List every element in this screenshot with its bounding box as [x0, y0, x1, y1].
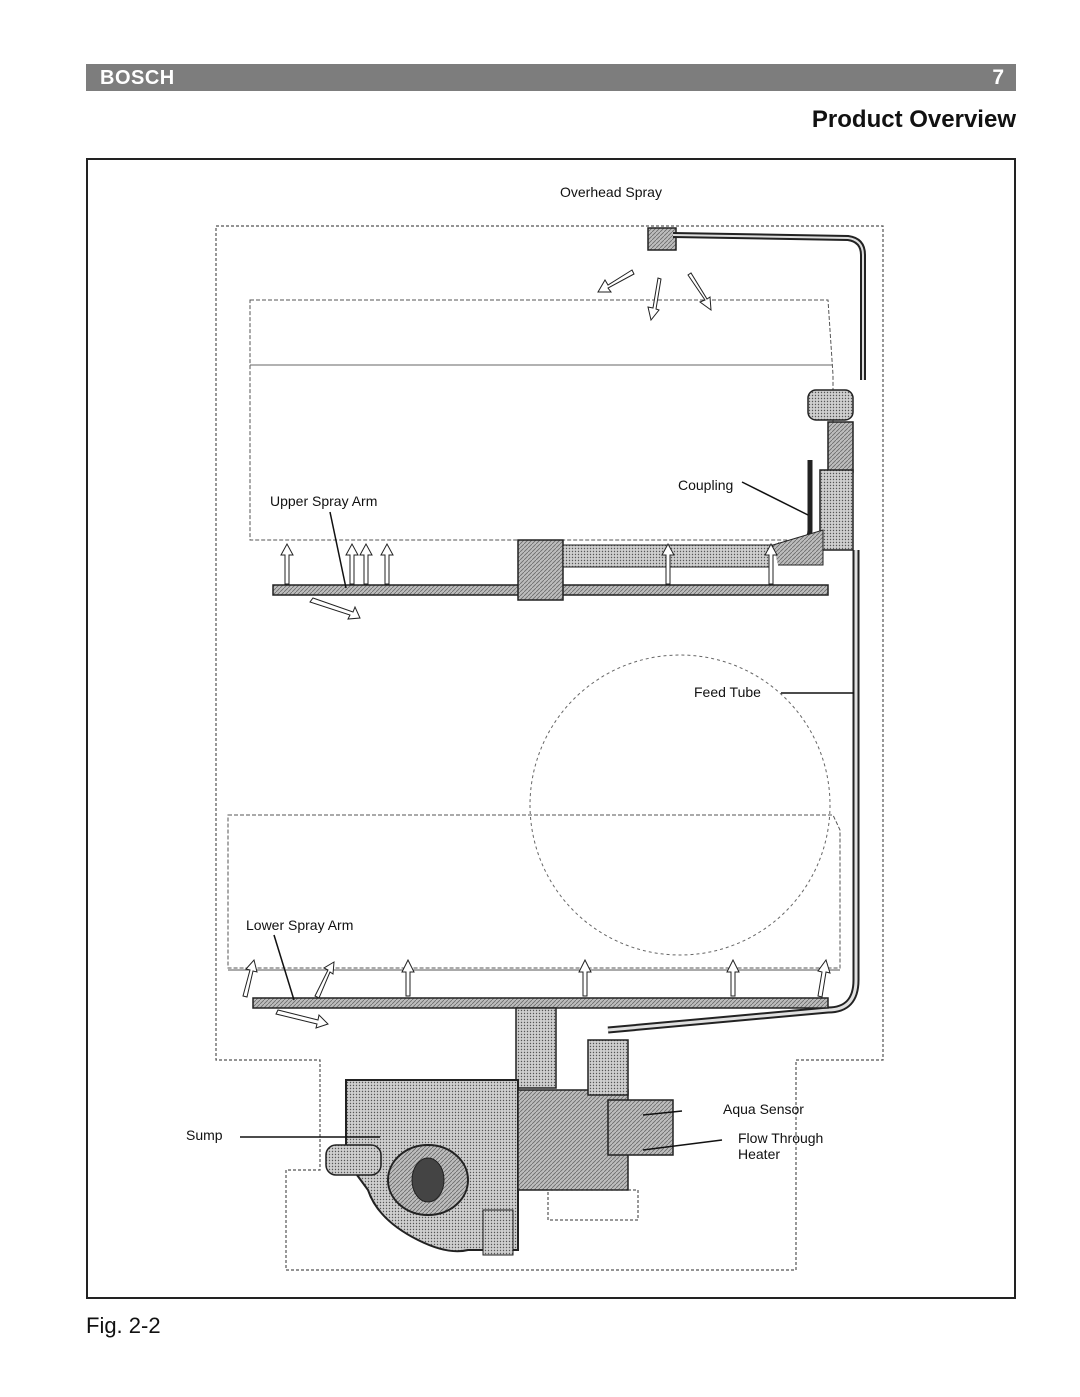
upper-spray-arrows: [280, 542, 778, 620]
label-lower-spray-arm: Lower Spray Arm: [246, 917, 354, 933]
sump-assembly: [325, 1039, 674, 1256]
lower-spray-arm: [252, 997, 829, 1089]
figure-caption: Fig. 2-2: [86, 1313, 161, 1338]
label-overhead-spray: Overhead Spray: [560, 184, 662, 200]
leader-lines: [240, 481, 854, 1151]
header-bar: BOSCH 7: [86, 64, 1016, 91]
lower-spray-arrows: [242, 958, 831, 1029]
section-title: Product Overview: [811, 106, 1016, 133]
label-feed-tube: Feed Tube: [694, 684, 761, 700]
label-aqua-sensor: Aqua Sensor: [723, 1101, 804, 1117]
overhead-spray-nozzle: [647, 227, 866, 380]
plate-outline: [529, 654, 831, 956]
brand-logo: BOSCH: [100, 67, 175, 89]
tub-outline: [215, 225, 884, 1271]
overhead-spray-arrows: [597, 269, 712, 322]
label-flow-through-heater-2: Heater: [738, 1146, 781, 1162]
label-sump: Sump: [186, 1127, 223, 1143]
label-upper-spray-arm: Upper Spray Arm: [270, 493, 378, 509]
feed-tube: [607, 550, 860, 1034]
lower-rack: [227, 814, 841, 969]
label-coupling: Coupling: [678, 477, 734, 493]
figure-frame: Overhead Spray Coupling Upper Spray Arm …: [86, 158, 1016, 1299]
dishwasher-diagram: [215, 225, 884, 1271]
page-number: 7: [992, 66, 1004, 89]
coupling-assembly: [778, 389, 854, 551]
label-flow-through-heater-1: Flow Through: [738, 1130, 824, 1146]
